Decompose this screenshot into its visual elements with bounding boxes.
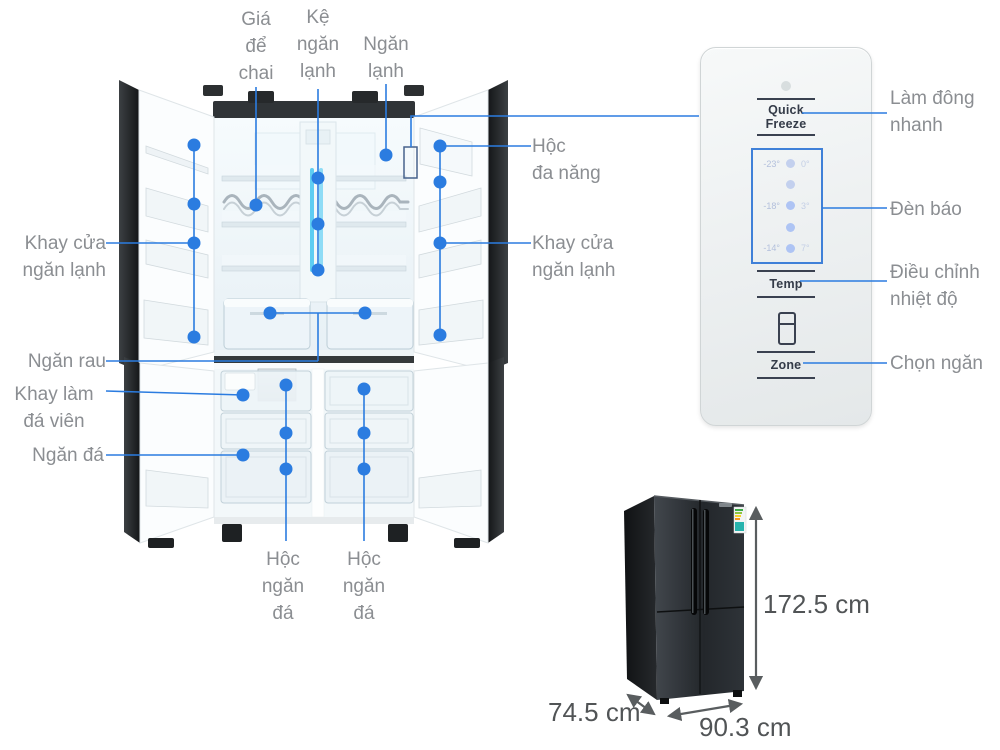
bottle-rack: [222, 194, 410, 217]
compartment-divider: [778, 323, 796, 325]
control-panel: Quick Freeze -23° 0° -18° 3°: [700, 47, 872, 426]
indicator-row: -18° 3°: [758, 198, 816, 214]
indicator-led-icon: [786, 243, 795, 253]
fridge-door-left: [119, 80, 215, 372]
annotation-dots: [187, 138, 447, 476]
indicator-row: -23° 0°: [758, 156, 816, 172]
center-control-column: [299, 121, 337, 303]
dimension-arrows: [626, 505, 764, 722]
indicator-lights-box: -23° 0° -18° 3° -14° 7°: [751, 148, 823, 264]
energy-label-sticker: [733, 506, 747, 534]
indicator-led-icon: [786, 201, 795, 211]
indicator-row: -14° 7°: [758, 240, 816, 256]
temp-value: 0°: [801, 158, 810, 169]
quick-freeze-button: Quick Freeze: [757, 98, 815, 136]
fridge-top-frame: [213, 101, 415, 121]
temp-value: -14°: [763, 243, 780, 254]
main-fridge-illustration: [119, 80, 508, 548]
label-vegetable-drawer: Ngăn rau: [27, 351, 106, 372]
temp-value: 7°: [801, 243, 810, 254]
temp-value: -23°: [763, 158, 780, 169]
label-indicator-lights: Đèn báo: [890, 199, 962, 220]
fridge-cavity: [214, 118, 414, 358]
freezer-cavity: [214, 368, 414, 542]
fridge-door-right: [413, 80, 508, 372]
indicator-row: [758, 177, 816, 193]
indicator-row: [758, 219, 816, 235]
fridge-compartment-icon: [778, 312, 796, 345]
dimension-depth: 74.5 cm: [548, 697, 641, 727]
label-zone-select: Chọn ngăn: [890, 353, 983, 374]
indicator-led-icon: [786, 180, 795, 190]
indicator-led-icon: [786, 222, 795, 232]
freezer-door-right: [413, 357, 504, 548]
temp-value: -18°: [763, 200, 780, 211]
freezer-drawers: [220, 368, 414, 504]
freezer-door-left: [124, 357, 215, 548]
temp-button: Temp: [757, 270, 815, 298]
power-indicator-dot: [781, 81, 791, 91]
label-freezer: Ngăn đá: [32, 445, 104, 466]
temp-value: 3°: [801, 200, 810, 211]
fridge-shelves: [221, 165, 407, 272]
multi-purpose-box-outline: [403, 146, 418, 179]
closed-fridge-illustration: [624, 495, 747, 704]
brand-logo: [719, 503, 732, 507]
fridge-handles: [691, 508, 709, 615]
dimension-height: 172.5 cm: [763, 589, 870, 619]
dimension-width: 90.3 cm: [699, 712, 792, 742]
indicator-led-icon: [786, 159, 795, 169]
zone-button: Zone: [757, 351, 815, 379]
vegetable-drawers: [223, 298, 414, 350]
